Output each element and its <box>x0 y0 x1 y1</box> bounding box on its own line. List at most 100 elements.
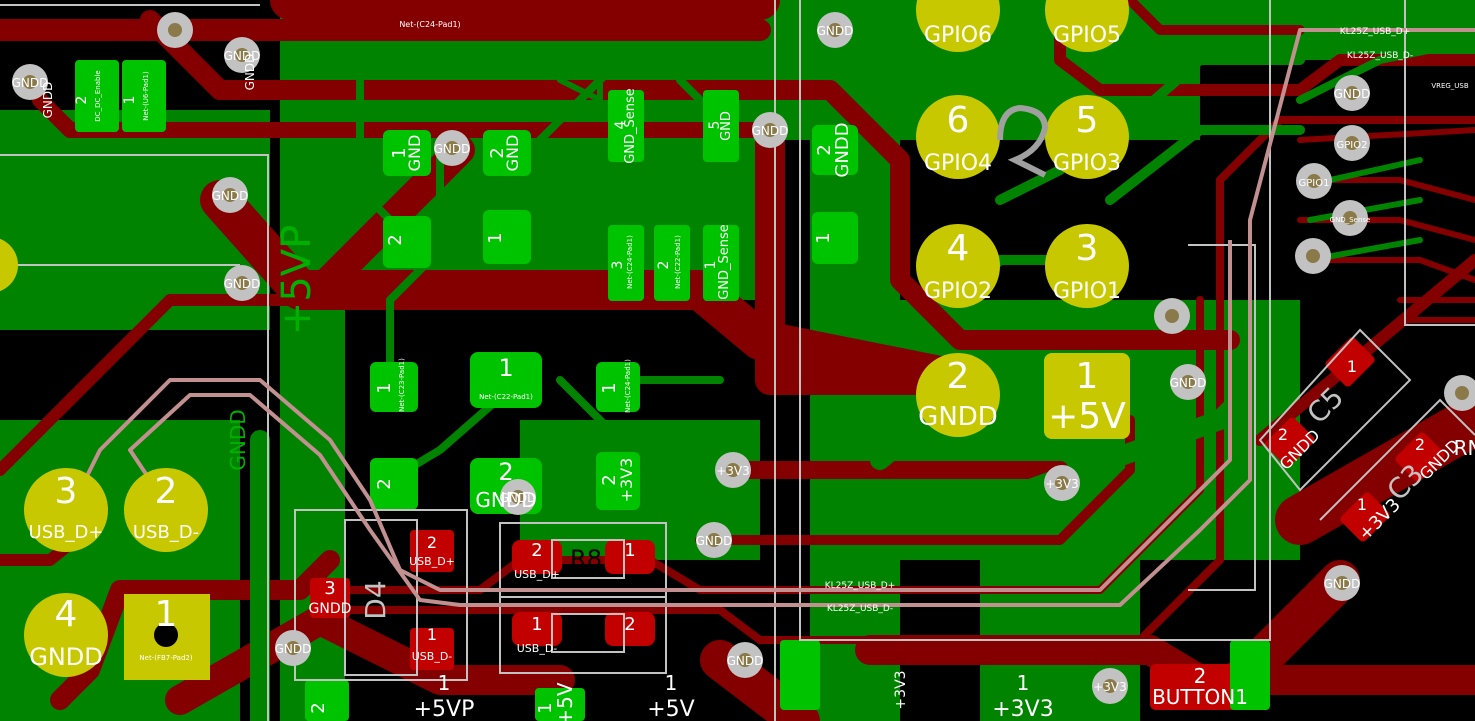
net-tie <box>997 104 1049 178</box>
label-d4-2: 2 <box>427 533 437 552</box>
label-via-gndd-l: GNDD <box>727 654 764 668</box>
via <box>1334 75 1370 111</box>
label-r9-2: 2 <box>624 614 635 635</box>
label-gnd-sense-4: 4 <box>613 120 629 129</box>
label-via-gndd-g: GNDD <box>434 142 471 156</box>
usb-diff-pair <box>78 28 1475 607</box>
label-u6-2: 2 <box>74 96 90 105</box>
label-usb-dm: USB_D- <box>133 522 199 543</box>
via <box>1295 238 1331 274</box>
label-d4-usbdm: USB_D- <box>412 650 453 663</box>
via <box>752 112 788 148</box>
label-gpio4: GPIO4 <box>924 151 992 176</box>
label-n-edge: RN <box>1454 436 1475 460</box>
via <box>224 37 260 73</box>
label-3v3-pad: +3V3 <box>617 458 636 503</box>
label-dc-enable: DC_DC_Enable <box>94 70 102 121</box>
label-kl25z-dp-top: KL25Z_USB_D+ <box>1340 27 1410 37</box>
label-gnd-sense-top: GND_Sense <box>623 88 638 164</box>
label-usb-pin-3: 3 <box>55 471 78 512</box>
label-u6-net: Net-(U6-Pad1) <box>142 71 150 121</box>
pad-5 <box>1045 95 1129 179</box>
via <box>1154 298 1190 334</box>
label-r8-1: 1 <box>624 540 635 561</box>
label-button1: BUTTON1 <box>1152 685 1248 709</box>
via <box>157 12 193 48</box>
label-gndd-tl: GNDD <box>41 82 55 119</box>
label-right-1: 1 <box>813 232 834 243</box>
label-gndd-tl2: GNDD <box>243 54 257 91</box>
label-c12-2: 2 <box>385 234 406 245</box>
label-c-gnd-b: GND <box>503 135 522 172</box>
label-u6-1: 1 <box>122 96 138 105</box>
label-r8: R8 <box>570 545 602 573</box>
label-bottom-3v3-rot: +3V3 <box>893 670 909 709</box>
label-bottom-1c: 1 <box>535 702 556 713</box>
via <box>500 479 536 515</box>
label-gpio6: GPIO6 <box>924 23 992 48</box>
label-kl25z-dm: KL25Z_USB_D- <box>827 604 893 614</box>
via <box>224 265 260 301</box>
label-c22pad-gndd: GNDD <box>475 488 536 512</box>
vias[interactable] <box>12 12 1475 704</box>
label-plus5vp-zone: +5VP <box>274 225 320 335</box>
label-pin-4: 4 <box>947 228 970 269</box>
label-gpio3: GPIO3 <box>1053 151 1121 176</box>
label-gpio2: GPIO2 <box>924 279 992 304</box>
pad-edge-left <box>0 238 18 292</box>
label-bottom-1b: 1 <box>665 671 678 695</box>
via <box>1324 565 1360 601</box>
label-gnd-sense-bottom: GND_Sense <box>717 224 732 300</box>
label-d4: D4 <box>359 580 392 619</box>
label-via-gndsense: GND_Sense <box>1330 216 1371 224</box>
label-gndd-right: GNDD <box>832 122 853 177</box>
label-gnd-top: GND <box>719 111 734 141</box>
label-gnd-5: 5 <box>707 121 723 130</box>
label-c24b-net: Net-(C24-Pad1) <box>624 359 632 413</box>
tht-drills <box>154 623 178 647</box>
label-pin-1: 1 <box>1076 356 1099 397</box>
label-gnd-sense-1: 1 <box>703 261 719 270</box>
label-usb-dp: USB_D+ <box>29 522 104 543</box>
label-bottom-3v3: +3V3 <box>992 697 1053 721</box>
label-c5-1: 1 <box>1347 357 1357 376</box>
label-via-gndd-k: GNDD <box>275 642 312 656</box>
label-via-gpio2: GPIO2 <box>1337 140 1368 151</box>
via <box>1332 200 1368 236</box>
label-r9-usbdm: USB_D- <box>517 642 558 655</box>
via <box>727 642 763 678</box>
label-c-gnd-1: 1 <box>389 147 410 158</box>
label-c-gnd: GND <box>405 135 424 172</box>
label-c-gnd-2: 2 <box>487 147 508 158</box>
label-c24b-1: 1 <box>599 382 620 393</box>
label-bottom-5v-rot: +5V <box>553 682 577 721</box>
label-r8-2: 2 <box>531 540 542 561</box>
label-plus5v-header: +5V <box>1048 396 1126 437</box>
label-via-3v3-a: +3V3 <box>716 464 750 478</box>
label-kl25z-dp: KL25Z_USB_D+ <box>825 581 895 591</box>
via <box>212 177 248 213</box>
label-via-gndd-h: GNDD <box>752 124 789 138</box>
label-gndd-header: GNDD <box>918 402 998 432</box>
label-c24-1: 1 <box>485 232 506 243</box>
label-gpio1: GPIO1 <box>1053 279 1121 304</box>
label-d4-gndd: GNDD <box>309 601 352 617</box>
label-pin-5: 5 <box>1076 100 1099 141</box>
label-bottom-5v: +5V <box>647 697 694 721</box>
via <box>1296 163 1332 199</box>
pad-gpio5 <box>1045 0 1129 52</box>
tht-pads[interactable] <box>0 0 1130 680</box>
label-c23-1: 1 <box>374 382 395 393</box>
label-bottom-5vp: +5VP <box>414 697 475 721</box>
label-via-gndd-d: GNDD <box>212 189 249 203</box>
pad-4-gndd <box>24 593 108 677</box>
pad-6 <box>916 95 1000 179</box>
label-c22-net: Net-(C22-Pad1) <box>674 235 682 289</box>
label-c23-net: Net-(C23-Pad1) <box>398 358 406 412</box>
label-gpio5: GPIO5 <box>1053 23 1121 48</box>
label-via-gpio1: GPIO1 <box>1299 178 1330 189</box>
label-via-gndd-m: GNDD <box>1324 577 1361 591</box>
via <box>1092 668 1128 704</box>
label-via-gndd-c: GNDD <box>224 49 261 63</box>
